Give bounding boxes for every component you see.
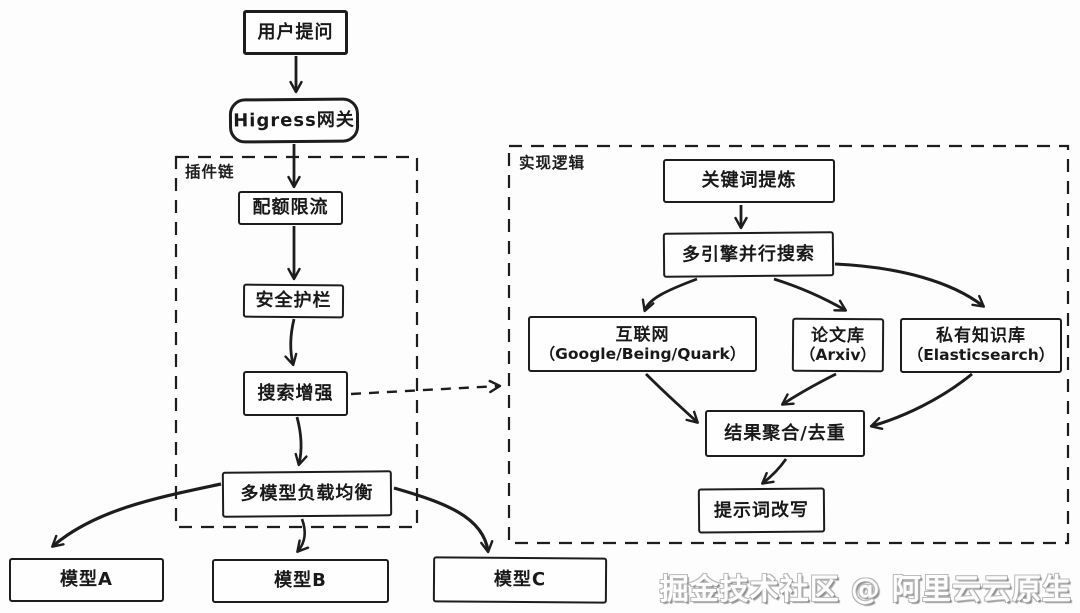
node-papers: 论文库 （Arxiv）	[791, 317, 885, 373]
edge-multi-engine-internet	[641, 277, 698, 313]
edge-load-balance-model-c	[393, 486, 494, 554]
node-keyword-refine-label: 关键词提炼	[701, 170, 797, 192]
node-papers-line1: 论文库	[810, 325, 866, 346]
edge-guardrail-search-enhance	[284, 318, 298, 367]
edge-private-kb-aggregate	[869, 372, 973, 430]
node-prompt-rewrite: 提示词改写	[697, 487, 826, 534]
node-higress-gateway: Higress网关	[228, 97, 360, 144]
node-private-kb-line2: （Elasticsearch）	[907, 346, 1055, 365]
edge-internet-aggregate	[645, 373, 699, 424]
group-impl-logic-border	[507, 144, 1070, 545]
node-internet-line1: 互联网	[615, 324, 670, 345]
node-internet-line2: （Google/Being/Quark）	[539, 344, 746, 363]
node-higress-gateway-label: Higress网关	[233, 109, 355, 132]
edge-load-balance-model-a	[51, 482, 222, 548]
edge-aggregate-prompt-rewrite	[761, 458, 788, 485]
watermark-text: 掘金技术社区 @ 阿里云云原生	[659, 572, 1072, 606]
node-quota-limit-label: 配额限流	[252, 197, 329, 219]
edge-search-enhance-impl-logic-dashed	[350, 379, 502, 396]
node-multi-model-load-balance: 多模型负载均衡	[221, 470, 393, 518]
node-multi-model-load-balance-label: 多模型负载均衡	[240, 482, 374, 505]
node-model-b: 模型B	[212, 559, 389, 603]
node-search-enhance: 搜索增强	[243, 371, 348, 416]
node-user-question: 用户提问	[243, 10, 348, 55]
node-keyword-refine: 关键词提炼	[663, 159, 835, 203]
node-internet: 互联网 （Google/Being/Quark）	[528, 316, 757, 372]
edge-load-balance-model-b	[296, 518, 310, 553]
edge-multi-engine-private-kb	[834, 262, 985, 308]
edge-papers-aggregate	[780, 372, 837, 406]
node-private-kb: 私有知识库 （Elasticsearch）	[900, 318, 1062, 373]
node-papers-line2: （Arxiv）	[799, 345, 877, 365]
edge-search-enhance-load-balance	[294, 416, 308, 467]
node-model-c: 模型C	[432, 556, 608, 604]
node-model-b-label: 模型B	[274, 570, 327, 592]
node-security-guardrail-label: 安全护栏	[255, 289, 332, 312]
group-label-plugin-chain: 插件链	[185, 163, 235, 181]
group-plugin-chain-border	[174, 155, 419, 529]
node-model-a: 模型A	[9, 558, 164, 602]
node-result-aggregate: 结果聚合/去重	[705, 410, 865, 457]
node-security-guardrail: 安全护栏	[242, 283, 345, 319]
node-quota-limit: 配额限流	[238, 191, 343, 225]
node-model-a-label: 模型A	[60, 569, 113, 591]
group-label-impl-logic: 实现逻辑	[519, 154, 586, 172]
node-private-kb-line1: 私有知识库	[936, 326, 1026, 346]
node-search-enhance-label: 搜索增强	[257, 382, 334, 404]
node-result-aggregate-label: 结果聚合/去重	[724, 422, 846, 444]
node-model-c-label: 模型C	[493, 569, 547, 591]
node-user-question-label: 用户提问	[257, 21, 334, 43]
node-multi-engine-search: 多引擎并行搜索	[662, 231, 835, 278]
node-prompt-rewrite-label: 提示词改写	[713, 499, 810, 522]
edge-multi-engine-papers	[773, 277, 848, 312]
node-multi-engine-search-label: 多引擎并行搜索	[681, 243, 816, 266]
